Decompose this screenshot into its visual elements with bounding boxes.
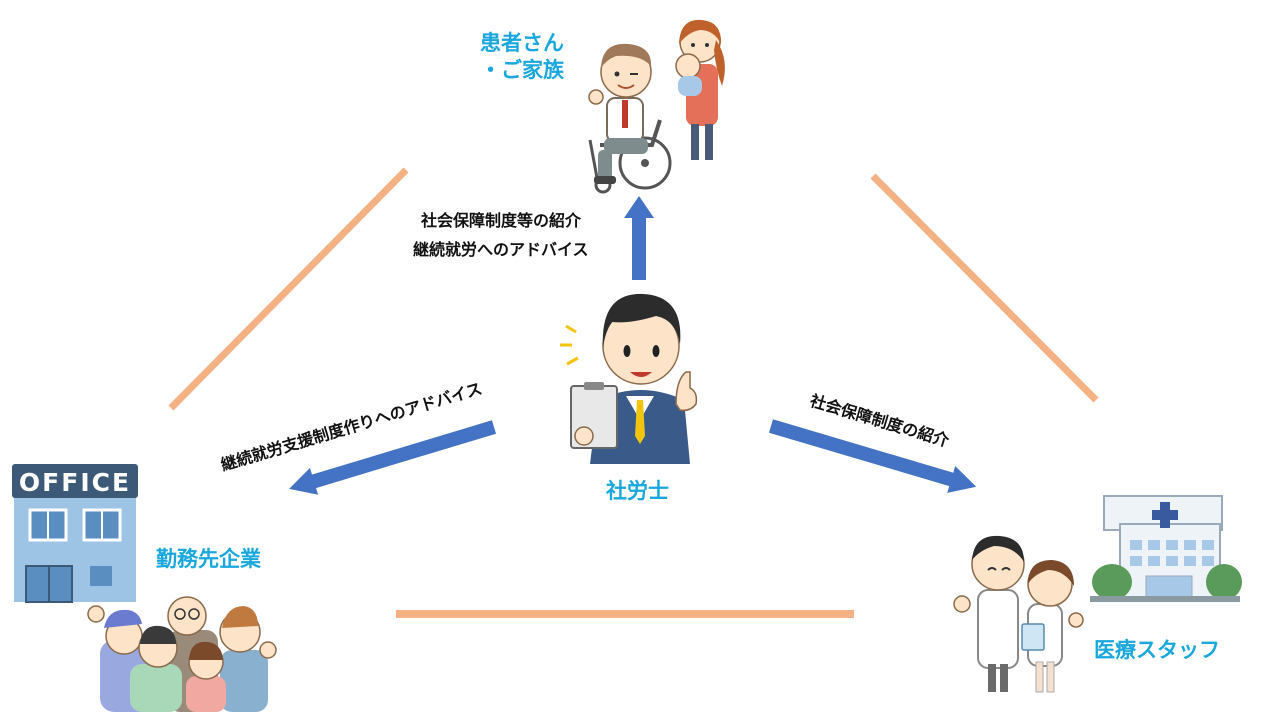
patient-family-illustration — [588, 19, 725, 194]
medical-staff-illustration — [953, 535, 1084, 693]
hospital-illustration — [1090, 495, 1242, 602]
edge-label-patients-line1: 社会保障制度等の紹介 — [421, 211, 582, 230]
node-label-medical: 医療スタッフ — [1094, 638, 1220, 662]
workers-illustration — [87, 596, 277, 712]
node-label-company: 勤務先企業 — [156, 547, 261, 571]
consultant-illustration — [560, 293, 698, 464]
node-label-patients: 患者さん ・ご家族 — [480, 30, 564, 84]
tree-right-icon — [1206, 564, 1242, 600]
node-label-center: 社労士 — [606, 479, 669, 503]
tree-left-icon — [1092, 564, 1132, 600]
triangle-line-left — [168, 167, 409, 411]
elder-worker-head-icon — [167, 596, 207, 636]
arrow-to-medical — [769, 419, 977, 493]
node-label-patients-line1: 患者さん — [480, 31, 564, 55]
baby-head-icon — [675, 53, 701, 79]
office-building-illustration — [12, 464, 138, 603]
edge-label-company: 継続就労支援制度作りへのアドバイス — [219, 379, 485, 475]
arrow-to-company — [289, 420, 497, 495]
nurse-clipboard-icon — [1021, 623, 1045, 651]
triangle-line-right — [870, 173, 1099, 403]
office-sign-text: OFFICE — [19, 468, 131, 497]
edge-label-patients-line2: 継続就労へのアドバイス — [413, 240, 589, 259]
edge-label-patients: 社会保障制度等の紹介 継続就労へのアドバイス — [413, 210, 589, 261]
wheelchair-wheel-icon — [618, 136, 672, 190]
node-label-patients-line2: ・ご家族 — [480, 58, 564, 82]
arrow-to-patients — [624, 196, 654, 280]
